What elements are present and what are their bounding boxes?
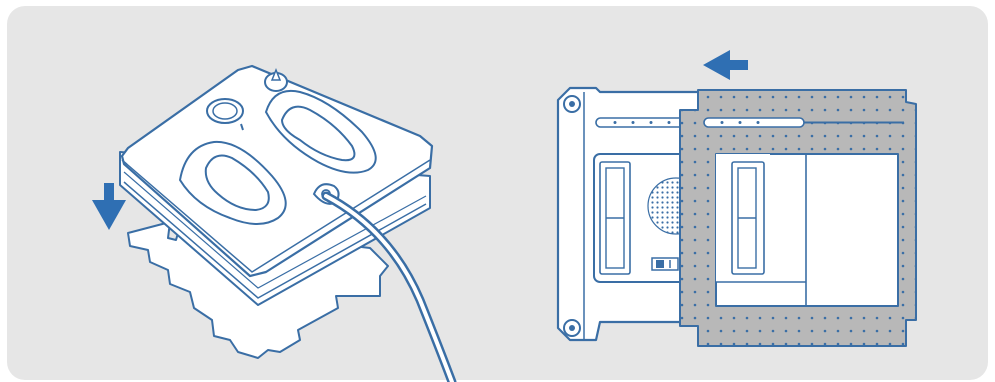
power-button-icon — [206, 98, 244, 131]
cleaning-pad-grey — [679, 89, 917, 347]
power-cable — [321, 191, 457, 382]
rope-connector-icon — [264, 67, 288, 92]
right-step — [556, 50, 917, 347]
power-switch-icon — [651, 257, 679, 271]
cleaning-robot — [119, 64, 434, 306]
screw-icon — [563, 319, 581, 337]
arrow-left-icon — [703, 50, 748, 80]
screw-icon — [563, 95, 581, 113]
arrow-down-icon — [92, 183, 126, 230]
left-step — [92, 64, 457, 382]
